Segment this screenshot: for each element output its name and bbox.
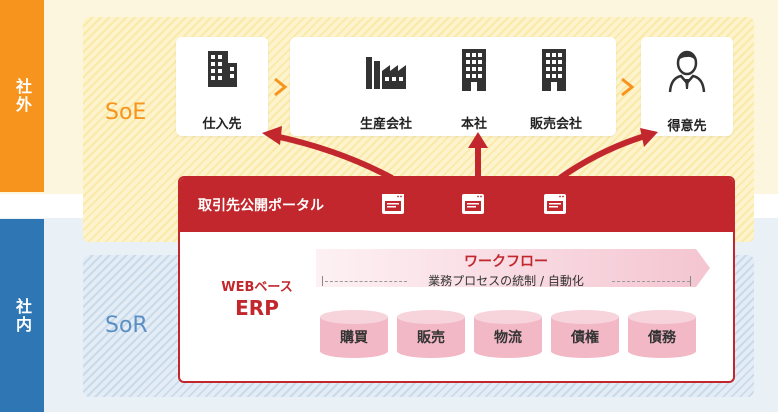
- module-purchasing: 購買: [319, 309, 389, 359]
- module-sales: 販売: [396, 309, 466, 359]
- workflow-end-tick: [690, 276, 691, 286]
- browser-window-icon: [544, 194, 566, 214]
- customer-label: 得意先: [667, 119, 707, 134]
- module-receivables: 債権: [550, 309, 620, 359]
- workflow-subtitle: 業務プロセスの統制 / 自動化: [316, 272, 696, 289]
- soe-label: SoE: [105, 100, 147, 125]
- portal-header: [180, 178, 733, 232]
- supplier-label: 仕入先: [202, 117, 242, 132]
- arrow-right-icon: [274, 77, 288, 97]
- side-label-outside-text: 社外: [13, 78, 32, 114]
- customer-card: 得意先: [641, 37, 733, 136]
- workflow-start-tick: [322, 276, 323, 286]
- portal-title: 取引先公開ポータル: [198, 198, 324, 214]
- module-label: 購買: [340, 330, 368, 346]
- workflow-title: ワークフロー: [464, 254, 548, 270]
- group-companies-card: 生産会社 本社 販売会社: [290, 37, 616, 136]
- person-icon: [668, 50, 706, 93]
- supplier-card: 仕入先: [176, 37, 268, 136]
- workflow-dash-right: [612, 281, 690, 282]
- arrow-right-icon: [621, 77, 635, 97]
- module-label: 債務: [648, 330, 676, 346]
- workflow-subtitle-text: 業務プロセスの統制 / 自動化: [428, 274, 584, 288]
- module-label: 物流: [494, 330, 522, 346]
- database-cylinder-icon: [628, 310, 696, 358]
- browser-window-icon: [462, 194, 484, 214]
- sor-label: SoR: [105, 313, 148, 338]
- database-cylinder-icon: [320, 310, 388, 358]
- side-label-outside: 社外: [0, 0, 44, 192]
- workflow-dash-left: [325, 281, 407, 282]
- module-label: 債権: [571, 330, 599, 346]
- side-label-inside: 社内: [0, 219, 44, 412]
- production-label: 生産会社: [359, 117, 412, 132]
- building-icon: [208, 51, 237, 87]
- erp-title: ERP: [235, 296, 279, 320]
- building-icon: [542, 49, 566, 91]
- headquarters-label: 本社: [460, 117, 487, 132]
- database-cylinder-icon: [397, 310, 465, 358]
- side-label-inside-text: 社内: [13, 297, 32, 334]
- database-cylinder-icon: [551, 310, 619, 358]
- module-payables: 債務: [627, 309, 697, 359]
- module-label: 販売: [417, 330, 445, 346]
- browser-window-icon: [382, 194, 404, 214]
- building-icon: [462, 49, 486, 91]
- erp-subtitle: WEBベース: [221, 280, 293, 295]
- factory-icon: [366, 57, 406, 89]
- module-logistics: 物流: [473, 309, 543, 359]
- workflow-arrow: [316, 249, 710, 287]
- database-cylinder-icon: [474, 310, 542, 358]
- sales-company-label: 販売会社: [529, 117, 582, 132]
